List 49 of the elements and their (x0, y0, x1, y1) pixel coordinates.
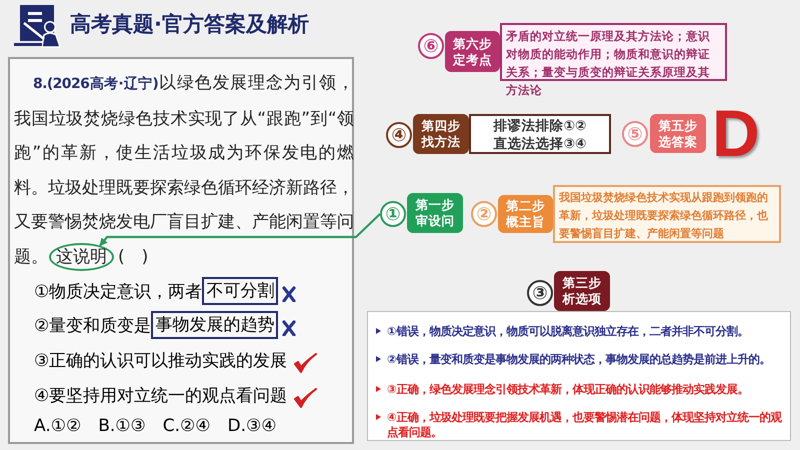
option-text: ①物质决定意识，两者 (34, 280, 202, 302)
step-label: 第一步 (416, 197, 454, 213)
highlight-box: 不可分割 (202, 277, 278, 305)
highlight-box: 事物发展的趋势 (151, 311, 278, 339)
step-label: 定考点 (453, 52, 492, 68)
step-number: ③ (527, 280, 553, 306)
note-box (469, 114, 611, 154)
step-number: ② (471, 201, 497, 227)
step-badge (413, 114, 469, 154)
circled-phrase: 这说明 (49, 242, 114, 271)
step-number: ⑥ (418, 33, 444, 59)
option-text: ③正确的认识可以推动实践的发展 (34, 350, 288, 372)
answer-bracket: ( ) (118, 246, 148, 267)
analysis-text: ①错误，物质决定意识，物质可以脱离意识独立存在，二者并非不可分割。 (387, 324, 749, 339)
note-box (553, 185, 781, 243)
step-badge (498, 195, 553, 233)
step-label: 第四步 (422, 118, 460, 134)
step-number: ① (380, 201, 406, 227)
step-label: 第五步 (658, 118, 698, 134)
step-label: 第二步 (506, 198, 545, 214)
step-badge (650, 114, 706, 153)
step-label: 审设问 (416, 213, 454, 229)
question-text: 8.(2026高考·辽宁)以绿色发展理念为引领，我国垃圾焚烧绿色技术实现了从“跟跑”到“领跑”的革新，使生活垃圾成为环保发电的燃料。垃圾处理既要探索绿色循环经济新路径，又要警惕焚烧发电厂盲目扩建、产能闲置等问题。 这说明 ( ) (14, 66, 354, 275)
answer-letter: D (712, 98, 760, 168)
analysis-text: ③正确，绿色发展理念引领技术革新，体现正确的认识能够推动实践发展。 (387, 382, 749, 397)
option-text: ②量变和质变是 (34, 314, 152, 336)
step-badge (554, 271, 610, 311)
note-text: 矛盾的对立统一原理及其方法论；意识对物质的能动作用；物质和意识的辩证关系；量变与质变的辩证关系原理及其方法论 (506, 28, 711, 99)
analysis-text: ④正确，垃圾处理既要把握发展机遇，也要警惕潜在问题，体现坚持对立统一的观点看问题。 (387, 410, 783, 440)
note-text: 我国垃圾焚烧绿色技术实现从跟跑到领跑的革新，垃圾处理既要探索绿色循环路径，也要警惕盲目扩建、产能闲置等问题 (559, 190, 769, 242)
arrow (99, 213, 381, 246)
step-label: 第三步 (562, 275, 602, 291)
step-label: 选答案 (658, 134, 698, 150)
step-label: 第六步 (453, 36, 492, 52)
question-panel (8, 57, 354, 444)
step-label: 概主旨 (506, 214, 545, 230)
note-text: 排谬法排除①② (492, 117, 588, 135)
step-label: 找方法 (422, 134, 460, 150)
answer-choices: A.①② B.①③ C.②④ D.③④ (34, 415, 276, 437)
step-number: ⑤ (622, 121, 648, 147)
step-number: ④ (386, 122, 412, 148)
page-title: 高考真题·官方答案及解析 (70, 11, 309, 38)
note-text: 直选法选择③④ (492, 135, 588, 153)
step-label: 析选项 (562, 291, 602, 307)
option-text: ④要坚持用对立统一的观点看问题 (34, 384, 288, 406)
step-badge (445, 31, 500, 72)
analysis-text: ②错误，量变和质变是事物发展的两种状态，事物发展的总趋势是前进上升的。 (387, 352, 771, 367)
step-badge (407, 193, 463, 233)
analysis-panel (367, 311, 791, 441)
